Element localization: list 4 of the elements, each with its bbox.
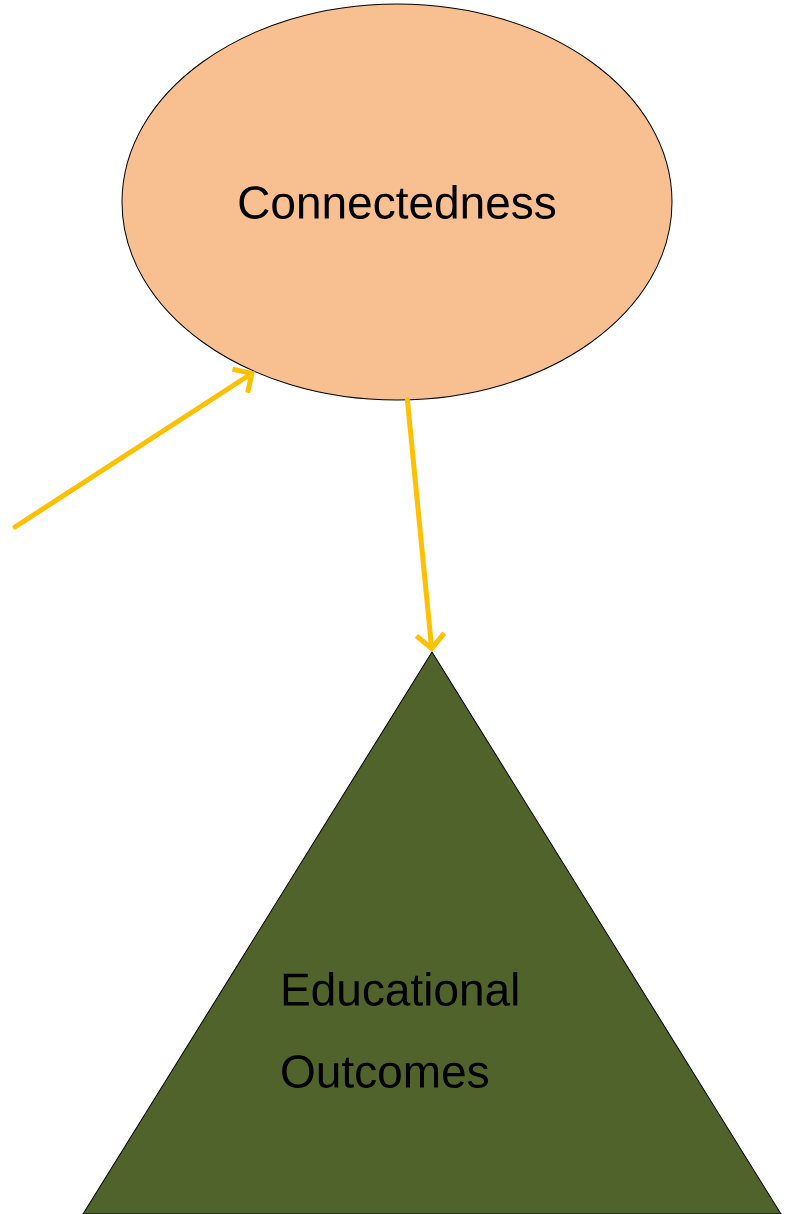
arrow <box>12 366 255 530</box>
ellipse-node: Connectedness <box>121 3 673 401</box>
arrow <box>404 397 447 652</box>
triangle-node: Educational Outcomes <box>82 651 782 1214</box>
